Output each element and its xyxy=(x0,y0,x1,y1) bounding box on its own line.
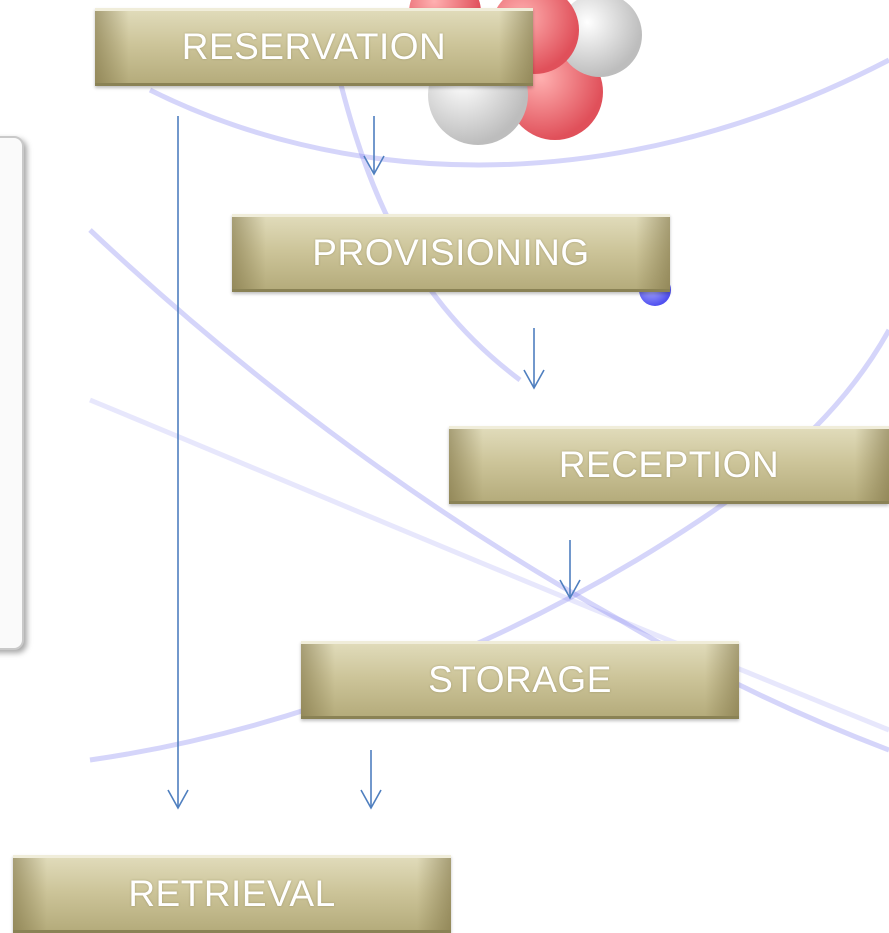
retrieval-label: RETRIEVAL xyxy=(128,873,336,914)
provisioning-box: PROVISIONING xyxy=(232,214,670,292)
provisioning-label: PROVISIONING xyxy=(312,232,590,273)
storage-label: STORAGE xyxy=(428,659,612,700)
orbit-lines xyxy=(88,39,889,763)
storage-box: STORAGE xyxy=(301,641,739,719)
side-panel xyxy=(0,136,24,650)
reception-label: RECEPTION xyxy=(558,444,780,485)
retrieval-box: RETRIEVAL xyxy=(13,855,451,933)
reception-box: RECEPTION xyxy=(449,426,889,504)
reservation-box: RESERVATION xyxy=(95,8,533,86)
reservation-label: RESERVATION xyxy=(181,26,447,67)
